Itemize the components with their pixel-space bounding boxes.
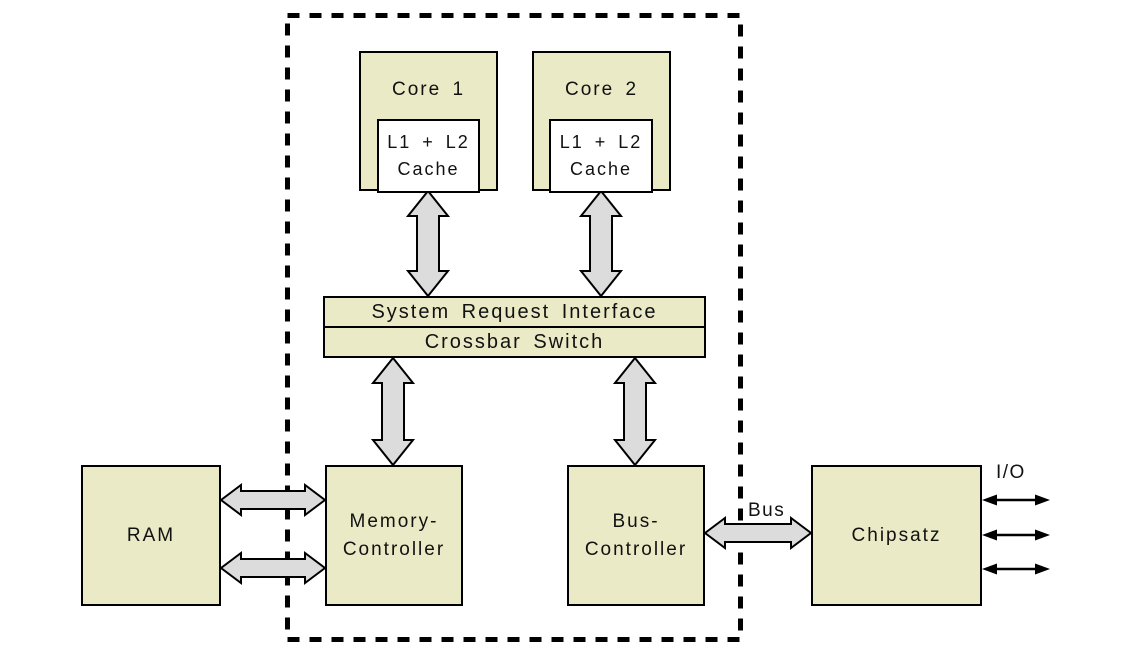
crossbar-switch-label: Crossbar Switch (424, 331, 605, 353)
io-arrow-1 (982, 494, 1050, 506)
core2-cache-block: L1 + L2 Cache (549, 119, 653, 193)
core2-label: Core 2 (564, 79, 639, 100)
io-arrow-2 (982, 529, 1050, 541)
memory-controller-label: Memory- Controller (342, 510, 446, 560)
core1-cache-sri-arrow (405, 189, 451, 298)
core1-cache-label: L1 + L2 Cache (387, 132, 470, 179)
bus-arrow (703, 516, 813, 550)
io-arrow-3 (982, 563, 1050, 575)
core2-cache-label: L1 + L2 Cache (559, 132, 643, 179)
system-request-interface-block: System Request Interface (323, 296, 706, 328)
core2-cache-sri-arrow (578, 189, 624, 298)
crossbar-switch-block: Crossbar Switch (323, 326, 706, 358)
processor-die-boundary (285, 13, 743, 642)
io-label: I/O (996, 462, 1026, 483)
ram-block: RAM (81, 465, 221, 606)
core1-label: Core 1 (391, 79, 466, 100)
bus-controller-block: Bus- Controller (567, 465, 705, 606)
chipset-block: Chipsatz (811, 465, 982, 606)
ram-label: RAM (126, 524, 176, 546)
core1-cache-block: L1 + L2 Cache (377, 119, 480, 193)
crossbar-memory-controller-arrow (370, 356, 416, 467)
ram-memory-arrow-upper (219, 483, 327, 517)
chipset-label: Chipsatz (851, 524, 942, 546)
ram-memory-arrow-lower (219, 551, 327, 585)
memory-controller-block: Memory- Controller (325, 465, 463, 606)
bus-label: Bus (748, 500, 786, 521)
crossbar-bus-controller-arrow (612, 356, 658, 467)
bus-controller-label: Bus- Controller (584, 510, 688, 560)
system-request-interface-label: System Request Interface (371, 301, 658, 323)
